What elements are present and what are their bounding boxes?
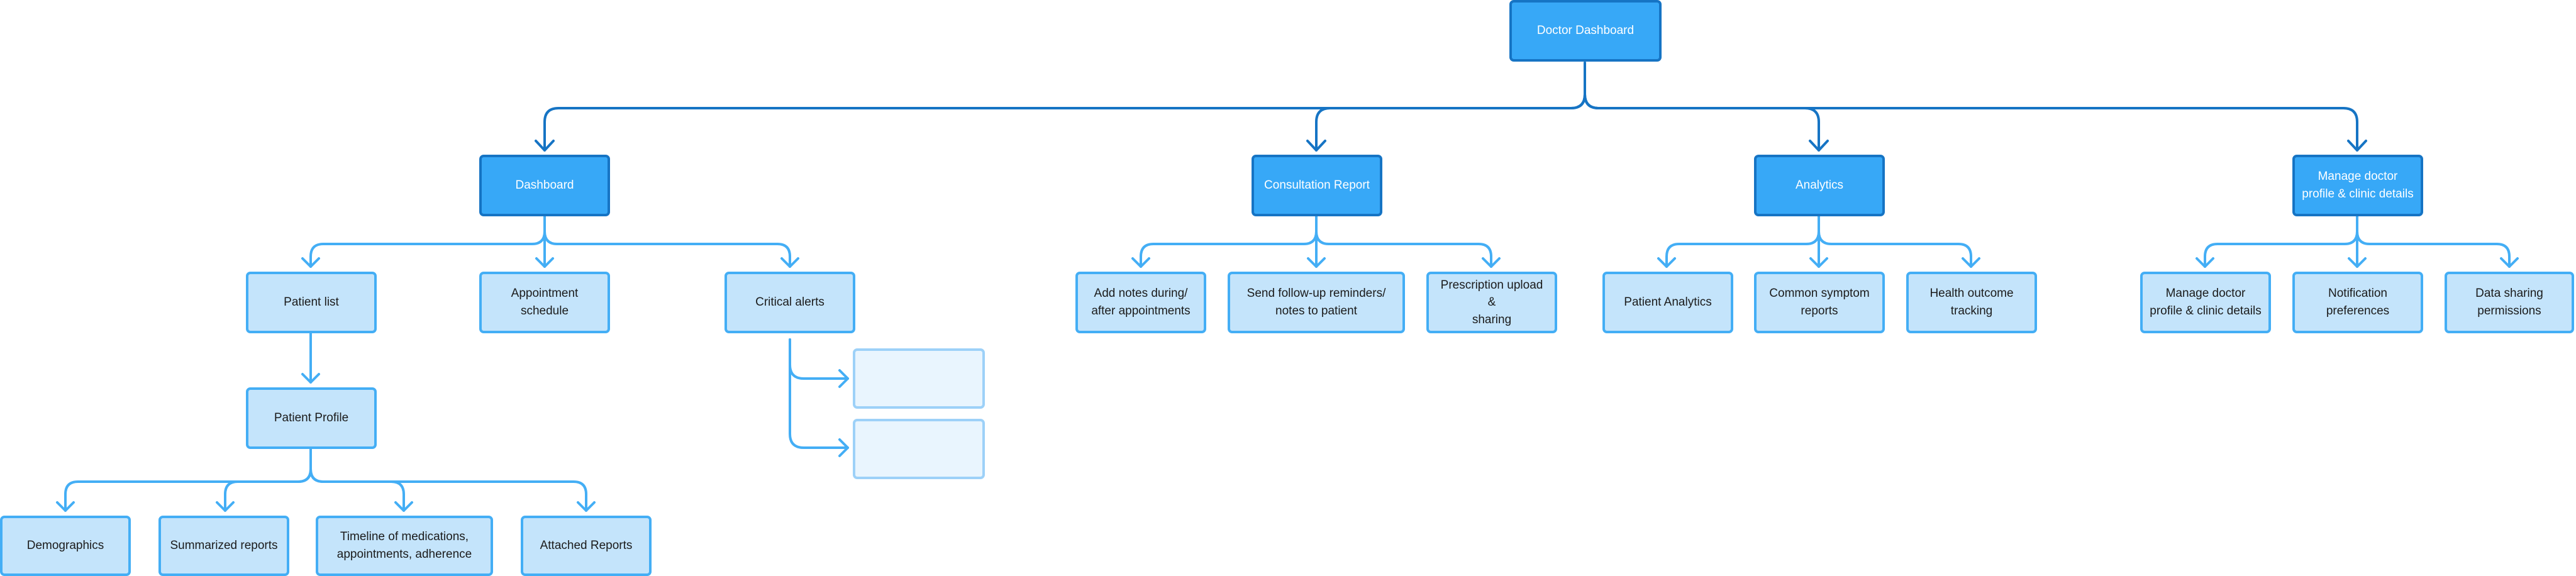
node-label: Health outcome tracking bbox=[1929, 287, 2014, 318]
arrowhead bbox=[1809, 140, 1829, 152]
connector bbox=[1665, 216, 1820, 268]
placeholder-node bbox=[853, 348, 985, 409]
node-analytics[interactable]: Analytics bbox=[1754, 155, 1885, 216]
node-label: Notification preferences bbox=[2326, 287, 2390, 318]
node-label: Add notes during/ after appointments bbox=[1091, 287, 1191, 318]
arrowhead bbox=[1307, 257, 1326, 268]
connector bbox=[789, 338, 849, 380]
node-label: Timeline of medications, appointments, a… bbox=[336, 530, 472, 561]
node-timeline[interactable]: Timeline of medications, appointments, a… bbox=[316, 516, 493, 576]
node-label: Dashboard bbox=[515, 179, 574, 192]
arrowhead bbox=[1657, 257, 1676, 268]
node-label: Doctor Dashboard bbox=[1536, 24, 1635, 38]
arrowhead bbox=[838, 438, 849, 457]
arrowhead bbox=[780, 257, 799, 268]
node-critical-alerts[interactable]: Critical alerts bbox=[724, 272, 855, 333]
arrowhead bbox=[394, 501, 413, 512]
arrowhead bbox=[1306, 140, 1326, 152]
connector bbox=[1140, 216, 1318, 268]
node-consultation-report[interactable]: Consultation Report bbox=[1252, 155, 1382, 216]
connector bbox=[309, 448, 587, 512]
arrowhead bbox=[2348, 257, 2367, 268]
connector bbox=[1818, 216, 1972, 268]
node-label: Patient Profile bbox=[274, 411, 349, 425]
node-appointment-schedule[interactable]: Appointment schedule bbox=[479, 272, 610, 333]
node-health-outcome-tracking[interactable]: Health outcome tracking bbox=[1906, 272, 2037, 333]
node-label: Common symptom reports bbox=[1769, 287, 1870, 318]
node-label: Analytics bbox=[1795, 179, 1844, 192]
arrowhead bbox=[2500, 257, 2519, 268]
node-common-symptom-reports[interactable]: Common symptom reports bbox=[1754, 272, 1885, 333]
node-label: Send follow-up reminders/ notes to patie… bbox=[1246, 287, 1386, 318]
node-label: Prescription upload & sharing bbox=[1440, 278, 1543, 326]
node-attached-reports[interactable]: Attached Reports bbox=[521, 516, 652, 576]
node-label: Patient Analytics bbox=[1624, 296, 1712, 309]
node-add-notes[interactable]: Add notes during/ after appointments bbox=[1075, 272, 1206, 333]
connector bbox=[64, 448, 312, 512]
node-label: Data sharing permissions bbox=[2475, 287, 2543, 318]
connector-root-consultation bbox=[1315, 62, 1586, 152]
arrowhead bbox=[2347, 140, 2367, 152]
arrowhead bbox=[1809, 257, 1828, 268]
connector bbox=[2204, 216, 2358, 268]
node-label: Attached Reports bbox=[540, 539, 633, 553]
connector-root-manage bbox=[1584, 62, 2358, 152]
arrowhead bbox=[1131, 257, 1150, 268]
arrowhead bbox=[56, 501, 75, 512]
node-manage-doctor-profile[interactable]: Manage doctor profile & clinic details bbox=[2292, 155, 2423, 216]
arrowhead bbox=[577, 501, 596, 512]
connector-root-dashboard bbox=[543, 62, 1586, 152]
arrowhead bbox=[535, 257, 554, 268]
node-label: Demographics bbox=[26, 539, 104, 553]
connector-root-analytics bbox=[1584, 62, 1820, 152]
node-label: Critical alerts bbox=[755, 296, 824, 309]
placeholder-node bbox=[853, 419, 985, 479]
node-data-sharing-permissions[interactable]: Data sharing permissions bbox=[2445, 272, 2574, 333]
arrowhead bbox=[1482, 257, 1501, 268]
connector bbox=[309, 448, 405, 512]
node-demographics[interactable]: Demographics bbox=[0, 516, 131, 576]
arrowhead bbox=[535, 140, 555, 152]
connector bbox=[789, 338, 849, 449]
node-patient-analytics[interactable]: Patient Analytics bbox=[1602, 272, 1733, 333]
connector bbox=[309, 216, 546, 268]
connector bbox=[543, 216, 791, 268]
node-label: Patient list bbox=[284, 296, 339, 309]
node-label: Appointment schedule bbox=[511, 287, 579, 318]
arrowhead bbox=[301, 257, 320, 268]
connector bbox=[1315, 216, 1492, 268]
node-notification-preferences[interactable]: Notification preferences bbox=[2292, 272, 2423, 333]
connector bbox=[224, 448, 312, 512]
node-manage-profile-clinic[interactable]: Manage doctor profile & clinic details bbox=[2140, 272, 2271, 333]
root-connectors bbox=[535, 62, 2367, 152]
node-patient-profile[interactable]: Patient Profile bbox=[246, 387, 377, 449]
node-patient-list[interactable]: Patient list bbox=[246, 272, 377, 333]
arrowhead bbox=[301, 373, 320, 384]
node-label: Manage doctor profile & clinic details bbox=[2302, 170, 2414, 201]
node-label: Manage doctor profile & clinic details bbox=[2150, 287, 2262, 318]
node-summarized-reports[interactable]: Summarized reports bbox=[158, 516, 289, 576]
arrowhead bbox=[216, 501, 235, 512]
arrowhead bbox=[2196, 257, 2214, 268]
arrowhead bbox=[838, 369, 849, 388]
node-label: Summarized reports bbox=[170, 539, 278, 553]
node-label: Consultation Report bbox=[1264, 179, 1370, 192]
node-send-reminders[interactable]: Send follow-up reminders/ notes to patie… bbox=[1228, 272, 1405, 333]
child-connectors bbox=[56, 216, 2519, 512]
connector bbox=[2356, 216, 2511, 268]
node-doctor-dashboard[interactable]: Doctor Dashboard bbox=[1509, 0, 1662, 62]
arrowhead bbox=[1962, 257, 1980, 268]
node-dashboard[interactable]: Dashboard bbox=[479, 155, 610, 216]
node-prescription-upload[interactable]: Prescription upload & sharing bbox=[1426, 272, 1557, 333]
